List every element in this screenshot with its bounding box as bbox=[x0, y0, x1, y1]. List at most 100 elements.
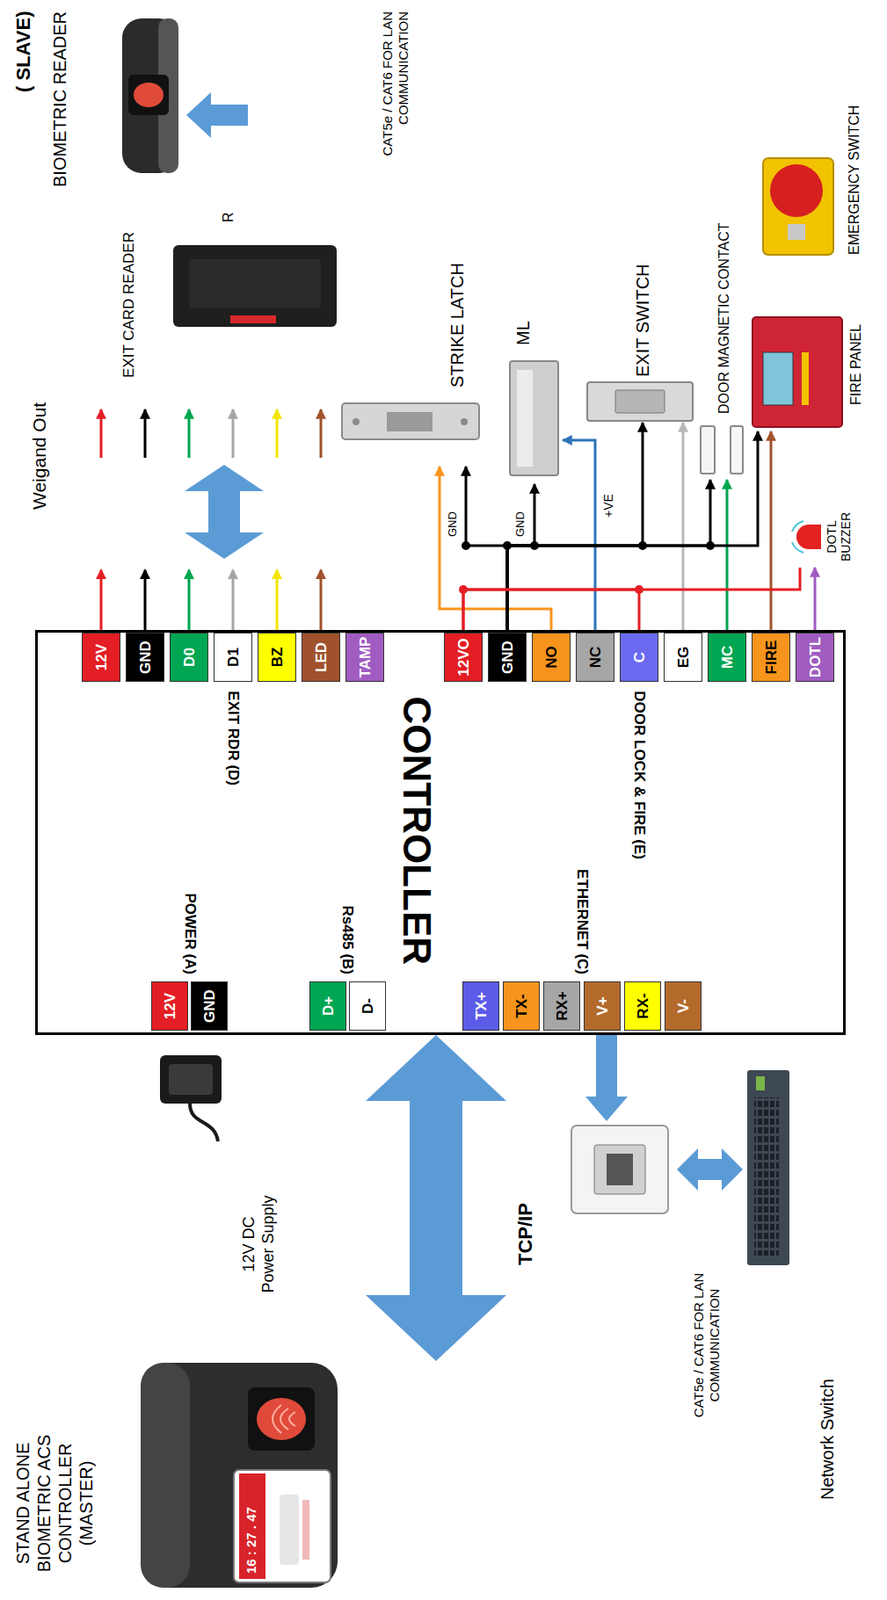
cable-note: CAT5e / CAT6 FOR LAN COMMUNICATION bbox=[379, 11, 412, 179]
wire bbox=[465, 466, 508, 633]
pin-name: GND bbox=[500, 640, 516, 675]
slave-reader-illustration bbox=[122, 18, 179, 174]
node-label: DOOR MAGNETIC CONTACT bbox=[715, 223, 733, 415]
strike-latch: STRIKE LATCH bbox=[338, 229, 486, 467]
pin-name: FIRE bbox=[763, 640, 779, 676]
cable-note: CAT5e / CAT6 FOR LAN COMMUNICATION bbox=[690, 1266, 723, 1426]
exit-card-reader: EXIT CARD READER bbox=[83, 228, 352, 410]
network-jack-illustration bbox=[571, 1126, 669, 1215]
master-device-illustration bbox=[302, 1500, 310, 1561]
pin-name: D1 bbox=[225, 647, 241, 668]
network-jack-illustration bbox=[571, 1126, 669, 1215]
network-switch-illustration bbox=[756, 1076, 765, 1091]
pin-name: V- bbox=[676, 999, 691, 1014]
node-label: EXIT SWITCH bbox=[632, 263, 654, 378]
master-device-illustration bbox=[140, 1363, 338, 1589]
master-device-illustration bbox=[140, 1363, 190, 1589]
terminal-block: GND bbox=[190, 981, 228, 1032]
node-label: BIOMETRIC READER bbox=[49, 11, 71, 188]
wire bbox=[439, 466, 552, 633]
arrowhead bbox=[315, 568, 327, 580]
wire bbox=[507, 431, 758, 633]
pin-name: TAMP bbox=[357, 637, 373, 679]
network-switch-illustration bbox=[754, 1097, 779, 1257]
terminal-block: C bbox=[619, 632, 659, 683]
group-label: EXIT RDR (D) bbox=[224, 690, 242, 786]
terminal-block: MC bbox=[707, 632, 747, 683]
junction-dot bbox=[461, 541, 471, 551]
junction-dot bbox=[458, 541, 715, 595]
network-jack-illustration bbox=[606, 1154, 633, 1186]
wire bbox=[507, 422, 643, 633]
wire bbox=[276, 409, 279, 633]
buzzer-illustration bbox=[796, 524, 822, 550]
terminal-block: NC bbox=[575, 632, 615, 683]
strike-latch-illustration bbox=[460, 418, 468, 426]
buzzer-illustration bbox=[792, 521, 822, 553]
node-label: STRIKE LATCH bbox=[446, 262, 468, 388]
block-arrow bbox=[585, 1035, 628, 1122]
pin-name: V+ bbox=[595, 996, 611, 1016]
strike-latch-illustration bbox=[386, 412, 433, 432]
emergency-switch-illustration bbox=[770, 164, 823, 218]
wire bbox=[100, 409, 103, 633]
junction-dot bbox=[638, 541, 648, 551]
controller-box: CONTROLLER12VGNDD+D-TX+TX-RX+V+RX-V-12VG… bbox=[35, 630, 846, 1036]
node-label: FIRE PANEL bbox=[847, 324, 865, 406]
door-magnetic-contact: DOOR MAGNETIC CONTACT bbox=[694, 189, 746, 480]
door-contact-illustration bbox=[700, 426, 743, 474]
slave-reader-illustration bbox=[133, 82, 164, 108]
exit-switch: EXIT SWITCH bbox=[584, 229, 691, 423]
pin-name: NC bbox=[588, 647, 604, 669]
wire-label: GND bbox=[513, 511, 528, 538]
slave-reader-illustration bbox=[128, 74, 169, 116]
terminal-block: 12V bbox=[151, 981, 189, 1032]
terminal-block: RX+ bbox=[543, 981, 581, 1032]
wire bbox=[770, 431, 773, 633]
terminal-block: GND bbox=[125, 632, 165, 683]
group-label: POWER (A) bbox=[181, 893, 199, 975]
pin-name: TX+ bbox=[473, 992, 489, 1021]
pin-name: MC bbox=[719, 646, 735, 669]
wire-label: GND bbox=[445, 511, 460, 538]
node-label: EXIT CARD READER bbox=[120, 232, 139, 379]
master-device-illustration bbox=[239, 1474, 266, 1580]
group-label: Rs485 (B) bbox=[338, 906, 357, 975]
buzzer-illustration bbox=[792, 542, 804, 553]
group-label: DOOR LOCK & FIRE (E) bbox=[630, 690, 648, 860]
junction-dot bbox=[705, 541, 715, 551]
wire bbox=[814, 567, 817, 633]
terminal-block: TAMP bbox=[345, 632, 385, 683]
network-jack-illustration bbox=[594, 1145, 646, 1195]
terminal-block: EG bbox=[663, 632, 703, 683]
wire-label: +VE bbox=[601, 494, 617, 518]
signal-label: Weigand Out bbox=[28, 402, 51, 510]
wire bbox=[726, 479, 729, 633]
master-device-illustration bbox=[279, 1495, 299, 1566]
node-label: ( SLAVE) bbox=[12, 11, 36, 93]
wire bbox=[507, 479, 711, 633]
terminal-block: RX- bbox=[624, 981, 662, 1032]
wiegand-double-arrow bbox=[184, 465, 264, 560]
fire-panel-illustration bbox=[752, 317, 843, 428]
pin-name: 12VO bbox=[456, 638, 472, 677]
magnetic-lock-illustration bbox=[516, 370, 533, 467]
strike-latch-illustration bbox=[341, 403, 480, 440]
terminal-block: GND bbox=[487, 632, 527, 683]
power-adapter-illustration bbox=[189, 1104, 219, 1142]
wire bbox=[319, 409, 323, 633]
block-arrow bbox=[676, 1148, 743, 1192]
terminal-block: 12V bbox=[81, 632, 121, 683]
terminal-block: V+ bbox=[583, 981, 621, 1032]
terminal-block: 12VO bbox=[443, 632, 483, 683]
node-label: TCP/IP bbox=[514, 1203, 538, 1266]
exit-card-reader-illustration bbox=[173, 245, 337, 328]
lan-arrow bbox=[186, 92, 248, 139]
pin-name: EG bbox=[676, 647, 691, 669]
master-device-illustration bbox=[256, 1398, 306, 1441]
network-switch-illustration bbox=[747, 1070, 790, 1266]
pin-name: D0 bbox=[181, 647, 197, 668]
buzzer-illustration bbox=[792, 521, 804, 532]
network-switch: Network Switch bbox=[742, 1068, 853, 1505]
pin-name: DOTL bbox=[807, 637, 823, 678]
